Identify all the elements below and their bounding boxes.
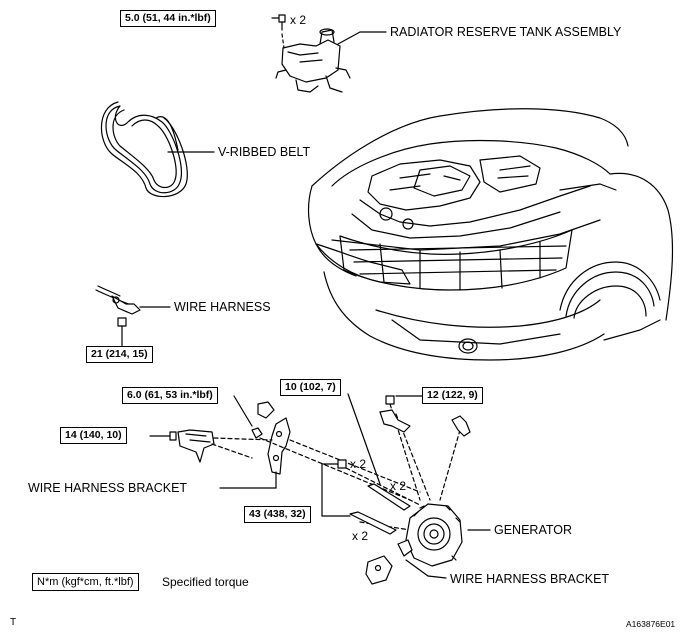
- torque-box-reserve-tank: 5.0 (51, 44 in.*lbf): [120, 10, 216, 27]
- label-wire-harness: WIRE HARNESS: [174, 300, 271, 314]
- quantity-tank-bolts: x 2: [290, 13, 307, 27]
- radiator-reserve-tank-illustration: [275, 28, 351, 93]
- figure-code: A163876E01: [626, 619, 676, 629]
- label-v-ribbed-belt: V-RIBBED BELT: [218, 145, 311, 159]
- generator-bolts-illustration: [337, 395, 471, 535]
- torque-box-wire-harness: 21 (214, 15): [86, 346, 153, 363]
- vehicle-front-illustration: [307, 108, 674, 361]
- legend-text: Specified torque: [162, 575, 249, 589]
- generator-illustration: [397, 503, 463, 567]
- footer-left-mark: T: [10, 617, 17, 628]
- label-wire-harness-bracket-left: WIRE HARNESS BRACKET: [28, 481, 188, 495]
- wire-harness-illustration: [95, 285, 141, 347]
- torque-box-generator-nut: 12 (122, 9): [422, 387, 483, 404]
- v-ribbed-belt-illustration: [100, 101, 188, 198]
- legend-unit-box: N*m (kgf*cm, ft.*lbf): [32, 573, 139, 591]
- tank-bolt-illustration: [278, 14, 286, 49]
- label-wire-harness-bracket-bottom: WIRE HARNESS BRACKET: [450, 572, 610, 586]
- label-radiator-reserve-tank: RADIATOR RESERVE TANK ASSEMBLY: [390, 25, 622, 39]
- quantity-bolt-c: x 2: [352, 529, 369, 543]
- torque-box-bracket-upper: 6.0 (61, 53 in.*lbf): [122, 387, 218, 404]
- quantity-bolt-b: x 2: [390, 479, 407, 493]
- torque-box-generator-bolts: 43 (438, 32): [244, 506, 311, 523]
- torque-box-harness-bolt: 14 (140, 10): [60, 427, 127, 444]
- quantity-bolt-a: x 2: [350, 457, 367, 471]
- label-generator: GENERATOR: [494, 523, 573, 537]
- torque-box-generator-long-bolt: 10 (102, 7): [280, 379, 341, 396]
- bottom-bracket-illustration: [365, 555, 393, 585]
